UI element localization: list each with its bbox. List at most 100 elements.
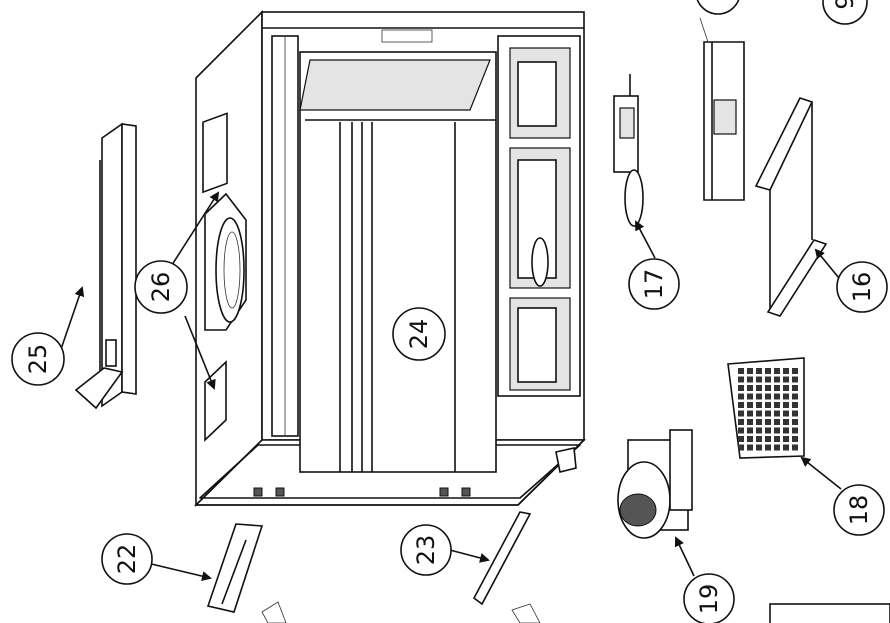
grille-cell xyxy=(792,376,798,383)
grille-cell xyxy=(774,376,780,383)
grille-cell xyxy=(738,393,744,400)
svg-text:23: 23 xyxy=(412,535,440,566)
svg-text:18: 18 xyxy=(845,495,873,526)
grille-cell xyxy=(792,444,798,451)
grille-cell xyxy=(756,393,762,400)
grille-cell xyxy=(792,385,798,391)
callout-9: 9 xyxy=(822,0,868,25)
svg-text:26: 26 xyxy=(147,272,175,303)
control-assembly-part-17 xyxy=(613,74,644,227)
grille-cell xyxy=(756,385,762,391)
grille-cell xyxy=(747,402,753,408)
callout-23: 23 xyxy=(400,524,452,576)
front-panel-part-25 xyxy=(74,122,137,410)
blower-part-19 xyxy=(617,429,693,539)
cabinet-housing xyxy=(194,10,586,507)
svg-text:16: 16 xyxy=(848,272,876,303)
grille-cell xyxy=(792,427,798,434)
callout-18: 18 xyxy=(833,484,885,536)
grille-cell xyxy=(747,444,753,451)
grille-cell xyxy=(756,436,762,442)
grille-cell xyxy=(783,368,789,374)
grille-cell xyxy=(774,385,780,391)
callout-19: 19 xyxy=(683,573,735,623)
grille-cell xyxy=(783,385,789,391)
grille-cell xyxy=(747,419,753,425)
grille-cell xyxy=(792,419,798,425)
svg-text:9: 9 xyxy=(831,0,859,10)
grille-cell xyxy=(774,410,780,417)
grille-cell xyxy=(756,419,762,425)
callout-24: 24 xyxy=(392,307,446,361)
grille-cell xyxy=(747,427,753,434)
header-box-part-9 xyxy=(703,41,745,201)
grille-cell xyxy=(738,385,744,391)
callout-26: 26 xyxy=(134,260,188,314)
grille-cell xyxy=(765,376,771,383)
grille-cell xyxy=(783,410,789,417)
grille-cell xyxy=(774,444,780,451)
filter-grille-part-18 xyxy=(727,357,805,459)
grille-cell xyxy=(765,444,771,451)
callout-22: 22 xyxy=(101,533,153,585)
grille-cell xyxy=(747,368,753,374)
grille-cell xyxy=(747,376,753,383)
grille-cell xyxy=(774,419,780,425)
grille-cell xyxy=(765,393,771,400)
grille-cell xyxy=(783,402,789,408)
grille-cell xyxy=(765,368,771,374)
grille-cell xyxy=(765,419,771,425)
grille-cell xyxy=(774,368,780,374)
grille-cell xyxy=(774,402,780,408)
grille-cell xyxy=(783,427,789,434)
grille-cell xyxy=(756,368,762,374)
svg-text:17: 17 xyxy=(640,269,668,300)
grille-cell xyxy=(756,427,762,434)
grille-cell xyxy=(765,427,771,434)
svg-text:24: 24 xyxy=(405,319,433,350)
grille-cell xyxy=(738,376,744,383)
grille-cell xyxy=(747,410,753,417)
grille-cell xyxy=(792,402,798,408)
rail-part-23 xyxy=(472,511,532,606)
grille-cell xyxy=(747,393,753,400)
grille-cell xyxy=(738,402,744,408)
grille-cell xyxy=(783,444,789,451)
grille-cell xyxy=(783,376,789,383)
grille-cell xyxy=(765,410,771,417)
grille-cell xyxy=(756,410,762,417)
grille-cell xyxy=(792,410,798,417)
grille-cell xyxy=(747,436,753,442)
callout-17: 17 xyxy=(628,258,680,310)
grille-cell xyxy=(792,436,798,442)
grille-cell xyxy=(765,402,771,408)
grille-cell xyxy=(738,436,744,442)
svg-text:25: 25 xyxy=(24,344,52,375)
grille-cell xyxy=(765,436,771,442)
grille-cell xyxy=(783,419,789,425)
grille-cell xyxy=(783,436,789,442)
grille-cell xyxy=(792,393,798,400)
grille-cell xyxy=(765,385,771,391)
angle-frame-part-16 xyxy=(754,97,828,317)
grille-cell xyxy=(783,393,789,400)
svg-text:19: 19 xyxy=(695,584,723,615)
grille-cell xyxy=(738,444,744,451)
grille-cell xyxy=(738,427,744,434)
grille-cell xyxy=(738,368,744,374)
grille-cell xyxy=(756,376,762,383)
grille-cell xyxy=(738,410,744,417)
grille-cell xyxy=(756,444,762,451)
svg-text:22: 22 xyxy=(113,544,141,575)
grille-cell xyxy=(774,427,780,434)
grille-cell xyxy=(738,419,744,425)
grille-cell xyxy=(747,385,753,391)
grille-cell xyxy=(774,436,780,442)
callout-16: 16 xyxy=(836,261,888,313)
bracket-part-22 xyxy=(206,523,264,613)
partial-callout xyxy=(696,0,740,15)
grille-cell xyxy=(756,402,762,408)
callout-25: 25 xyxy=(11,332,65,386)
grille-cell xyxy=(774,393,780,400)
